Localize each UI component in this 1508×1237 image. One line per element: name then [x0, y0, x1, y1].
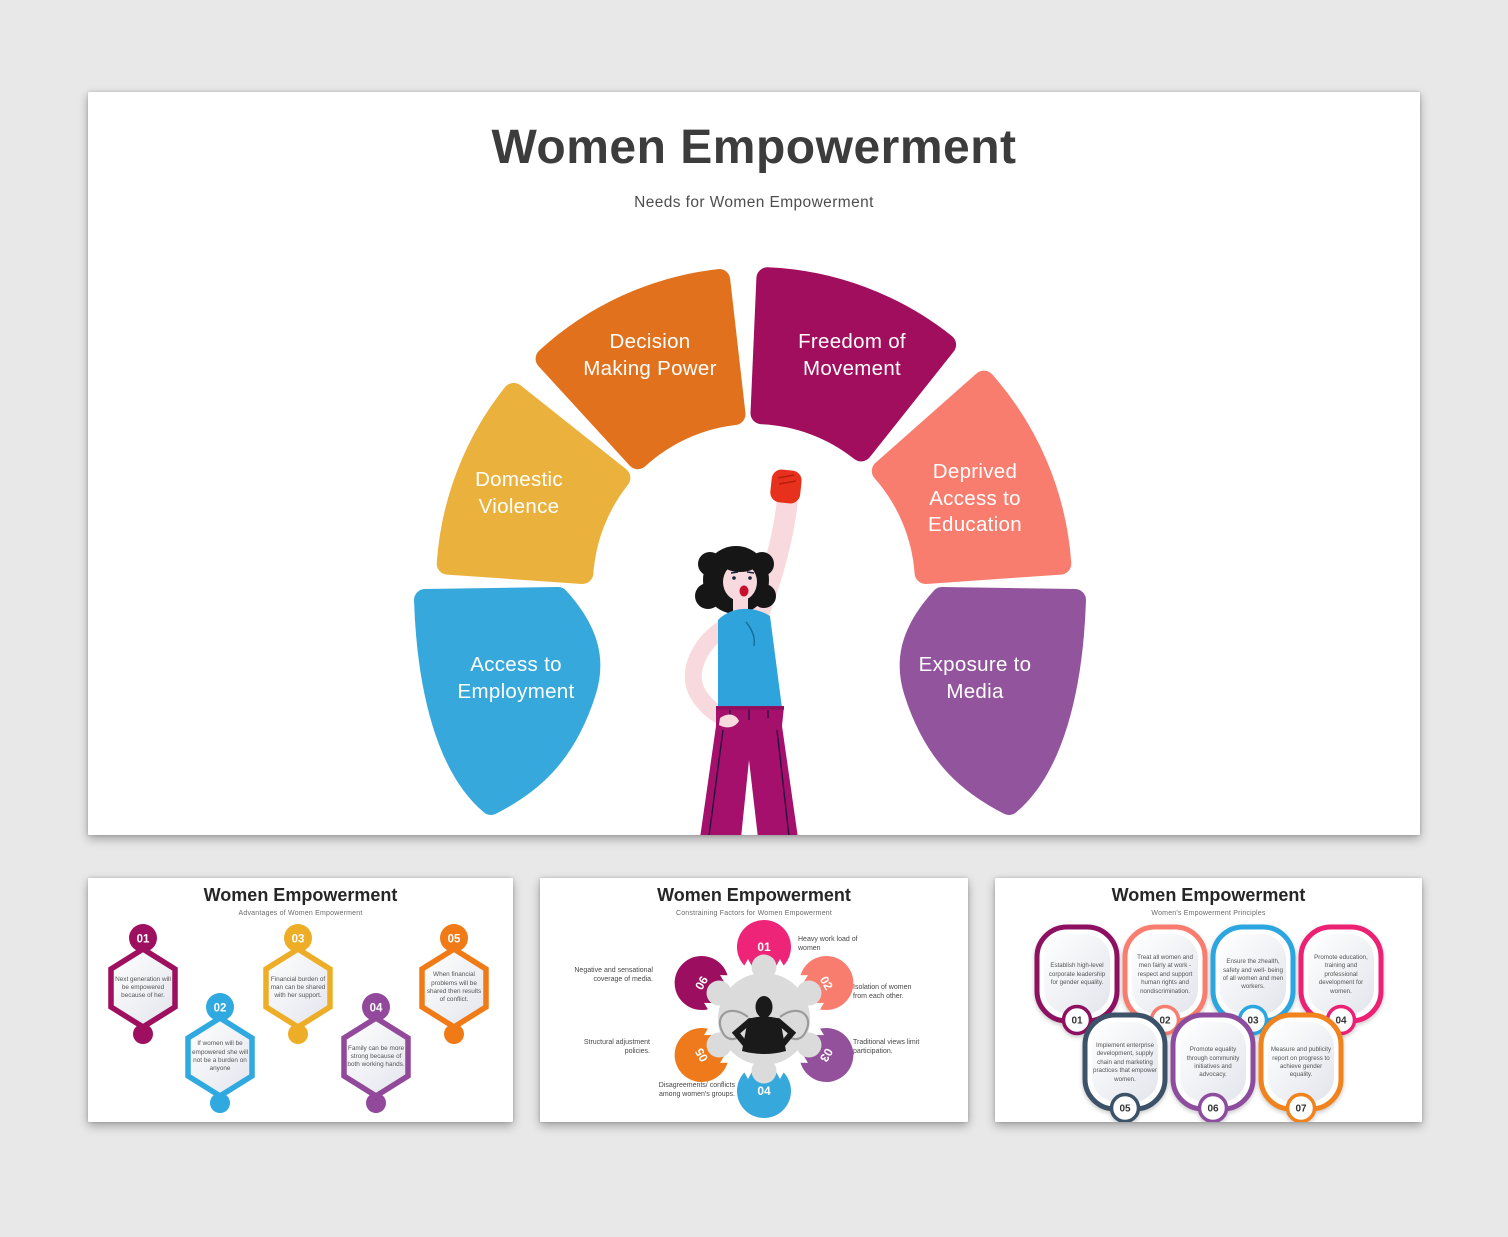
segment-label-access-to-employment: Access to Employment: [457, 653, 575, 703]
thumb-subtitle: Women's Empowerment Principles: [1151, 910, 1266, 917]
hexagon-item-05: 05 When financial problems will be share…: [414, 921, 494, 1053]
page-subtitle: Needs for Women Empowerment: [634, 194, 874, 211]
hexagon-item-04: 04 Family can be more strong because of …: [336, 990, 416, 1122]
thumb-subtitle: Advantages of Women Empowerment: [238, 910, 363, 917]
item-text: Family can be more strong because of bot…: [347, 1044, 405, 1069]
page-title: Women Empowerment: [491, 121, 1017, 174]
egg-item-07: 07 Measure and publicity report on progr…: [1256, 1012, 1346, 1122]
item-text: Measure and publicity report on progress…: [1270, 1046, 1332, 1079]
petal-label-05: Structural adjustment policies.: [583, 1039, 650, 1056]
slide-main-preview: Women Empowerment Needs for Women Empowe…: [88, 92, 1420, 835]
svg-text:06: 06: [692, 973, 711, 992]
petal-flower-diagram: 01 02 03 04 05 06: [674, 920, 854, 1118]
hexagon-item-01: 01 Next generation will be empowered bec…: [103, 921, 183, 1053]
item-number: 03: [1247, 1016, 1259, 1027]
thumbnail-slide-constraints[interactable]: Women Empowerment Constraining Factors f…: [540, 878, 968, 1122]
item-text: Treat all women and men fairly at work -…: [1137, 954, 1193, 995]
item-number: 02: [214, 1003, 227, 1015]
hexagon-item-02: 02 If women will be empowered she will n…: [180, 990, 260, 1122]
blue-top: [718, 608, 782, 717]
item-number: 01: [1071, 1016, 1083, 1027]
strong-woman-silhouette: [718, 996, 810, 1054]
segment-access-to-employment: [414, 587, 601, 815]
thumb-title: Women Empowerment: [1111, 885, 1306, 905]
item-number: 03: [292, 934, 305, 946]
petal-label-02: Isolation of women from each other.: [853, 984, 912, 1001]
petal-label-06: Negative and sensational coverage of med…: [574, 967, 653, 984]
item-number: 01: [137, 934, 150, 946]
item-number: 06: [1207, 1104, 1219, 1115]
egg-item-01: 01 Establish high-level corporate leader…: [1032, 924, 1122, 1036]
egg-item-06: 06 Promote equality through community in…: [1168, 1012, 1258, 1122]
segment-freedom-of-movement: [750, 267, 957, 462]
segment-decision-making-power: [535, 269, 746, 470]
petal-label-03: Traditional views limit participation.: [853, 1039, 920, 1056]
thumbnail-slide-advantages[interactable]: Women Empowerment Advantages of Women Em…: [88, 878, 513, 1122]
arm-on-hip: [684, 619, 735, 727]
egg-item-04: 04 Promote education, training and profe…: [1296, 924, 1386, 1036]
item-number: 04: [1335, 1016, 1347, 1027]
egg-item-05: 05 Implement enterprise development, sup…: [1080, 1012, 1170, 1122]
empowerment-arc-diagram: [414, 267, 1086, 815]
item-number: 02: [1159, 1016, 1171, 1027]
item-text: When financial problems will be shared t…: [426, 971, 482, 1004]
svg-text:05: 05: [692, 1045, 711, 1064]
item-number: 04: [370, 1003, 383, 1015]
thumb-subtitle: Constraining Factors for Women Empowerme…: [675, 910, 833, 917]
segment-domestic-violence: [436, 382, 631, 584]
petal-label-04: Disagreements/ conflicts among women's g…: [658, 1082, 735, 1099]
item-number: 05: [448, 934, 461, 946]
segment-deprived-access-to-education: [871, 370, 1072, 584]
item-text: Establish high-level corporate leadershi…: [1048, 962, 1106, 987]
pants: [700, 706, 798, 835]
red-fist: [770, 469, 802, 504]
thumb-title: Women Empowerment: [203, 885, 398, 905]
segment-label-deprived-access-to-education: Deprived Access to Education: [928, 460, 1022, 537]
item-text: Implement enterprise development, supply…: [1093, 1042, 1157, 1083]
woman-raised-fist-illustration: [684, 469, 802, 835]
item-text: Ensure the zhealth, safety and well- bei…: [1222, 958, 1284, 991]
petal-label-01: Heavy work load of women: [798, 936, 858, 953]
svg-text:03: 03: [817, 1046, 836, 1065]
segment-exposure-to-media: [899, 587, 1086, 815]
item-text: Next generation will be empowered becaus…: [115, 975, 171, 1000]
hand-on-hip: [719, 714, 739, 728]
svg-text:04: 04: [757, 1084, 771, 1098]
head: [695, 546, 776, 614]
svg-text:01: 01: [757, 940, 771, 954]
svg-text:02: 02: [817, 974, 836, 993]
item-number: 05: [1119, 1104, 1131, 1115]
item-text: Promote equality through community initi…: [1186, 1046, 1240, 1079]
egg-item-03: 03 Ensure the zhealth, safety and well- …: [1208, 924, 1298, 1036]
segment-label-domestic-violence: Domestic Violence: [475, 468, 563, 518]
hexagon-item-03: 03 Financial burden of man can be shared…: [258, 921, 338, 1053]
thumb-title: Women Empowerment: [657, 885, 851, 905]
item-text: Promote education, training and professi…: [1314, 954, 1368, 995]
item-number: 07: [1295, 1104, 1307, 1115]
segment-label-freedom-of-movement: Freedom of Movement: [798, 330, 906, 380]
item-text: Financial burden of man can be shared wi…: [270, 975, 326, 1000]
segment-label-decision-making-power: Decision Making Power: [583, 330, 717, 380]
segment-label-exposure-to-media: Exposure to Media: [918, 653, 1032, 703]
thumbnail-slide-principles[interactable]: Women Empowerment Women's Empowerment Pr…: [995, 878, 1422, 1122]
item-text: If women will be empowered she will not …: [191, 1040, 249, 1073]
